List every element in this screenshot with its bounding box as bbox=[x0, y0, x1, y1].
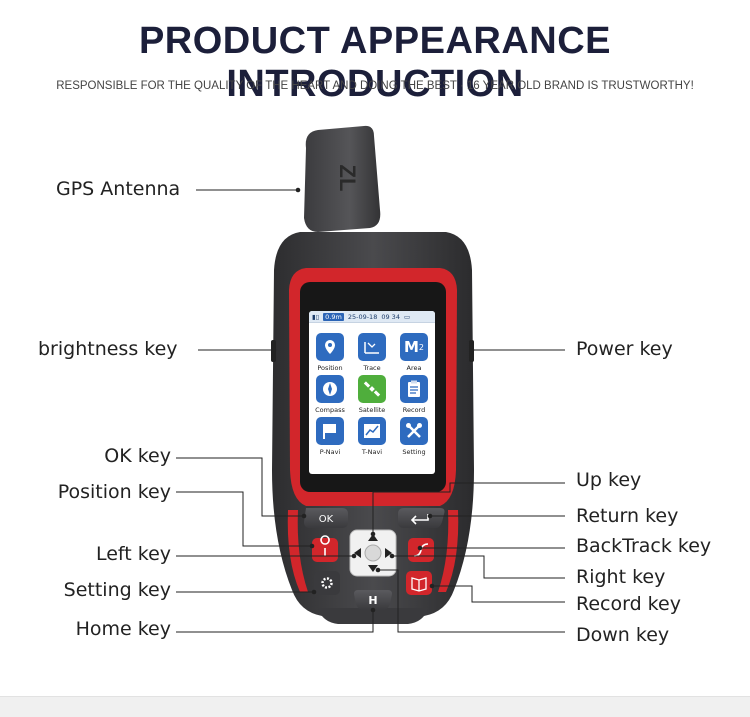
device-screen: ▮▯ 0.9m 25-09-18 09 34 ▭ Position Trace … bbox=[309, 311, 435, 474]
backtrack-key-label: BackTrack key bbox=[576, 535, 712, 557]
date-readout: 25-09-18 bbox=[347, 312, 378, 321]
brand-mark: ZL bbox=[335, 165, 360, 192]
app-label: P-Navi bbox=[319, 448, 341, 456]
gps-antenna-label: GPS Antenna bbox=[56, 178, 181, 200]
setting-key[interactable] bbox=[314, 571, 340, 595]
app-satellite[interactable]: Satellite bbox=[353, 375, 391, 414]
return-key[interactable] bbox=[398, 508, 445, 528]
left-key[interactable] bbox=[354, 548, 361, 558]
callout-dots bbox=[271, 187, 475, 613]
app-label: Compass bbox=[315, 406, 345, 414]
battery-icon: ▭ bbox=[403, 312, 411, 321]
signal-icon: ▮▯ bbox=[312, 312, 320, 321]
position-key-label: Position key bbox=[57, 481, 171, 503]
callout-lines bbox=[176, 189, 565, 633]
pin-icon bbox=[316, 333, 344, 361]
tools-icon bbox=[400, 417, 428, 445]
left-red-grip bbox=[287, 510, 308, 592]
ok-key[interactable]: OK bbox=[304, 508, 348, 528]
pin-key-icon bbox=[320, 535, 330, 556]
app-label: Record bbox=[402, 406, 426, 414]
right-red-grip bbox=[438, 510, 459, 592]
home-key-callout: Home key bbox=[75, 618, 171, 640]
up-key-label: Up key bbox=[576, 469, 642, 491]
trace-icon bbox=[358, 333, 386, 361]
bottom-divider bbox=[0, 696, 750, 717]
book-icon bbox=[411, 577, 427, 592]
app-label: Setting bbox=[402, 448, 426, 456]
position-key[interactable] bbox=[312, 535, 338, 562]
app-p-navi[interactable]: P-Navi bbox=[311, 417, 349, 456]
flag-icon bbox=[316, 417, 344, 445]
down-key-label: Down key bbox=[576, 624, 670, 646]
app-label: Area bbox=[406, 364, 422, 372]
gps-antenna bbox=[304, 125, 381, 232]
route-icon bbox=[358, 417, 386, 445]
app-t-navi[interactable]: T-Navi bbox=[353, 417, 391, 456]
time-readout: 09 34 bbox=[381, 312, 400, 321]
up-key[interactable] bbox=[368, 534, 378, 541]
app-trace[interactable]: Trace bbox=[353, 333, 391, 372]
return-key-label: Return key bbox=[576, 505, 679, 527]
right-key[interactable] bbox=[385, 548, 392, 558]
app-setting[interactable]: Setting bbox=[395, 417, 433, 456]
page-title: PRODUCT APPEARANCE INTRODUCTION bbox=[138, 20, 612, 105]
app-label: Satellite bbox=[358, 406, 386, 414]
down-key[interactable] bbox=[368, 565, 378, 572]
right-key-label: Right key bbox=[576, 566, 666, 588]
record-key[interactable] bbox=[406, 571, 432, 595]
brightness-key-label: brightness key bbox=[38, 338, 178, 360]
app-label: Trace bbox=[363, 364, 381, 372]
home-key-label: H bbox=[368, 594, 377, 607]
status-bar: ▮▯ 0.9m 25-09-18 09 34 ▭ bbox=[309, 311, 435, 323]
app-compass[interactable]: Compass bbox=[311, 375, 349, 414]
setting-key-label: Setting key bbox=[63, 579, 171, 601]
app-position[interactable]: Position bbox=[311, 333, 349, 372]
gear-key-icon bbox=[321, 577, 333, 589]
power-key-label: Power key bbox=[576, 338, 673, 360]
ok-key-label: OK bbox=[319, 514, 334, 525]
accuracy-readout: 0.9m bbox=[323, 312, 344, 321]
app-record[interactable]: Record bbox=[395, 375, 433, 414]
app-label: T-Navi bbox=[361, 448, 383, 456]
satellite-icon bbox=[358, 375, 386, 403]
record-key-label: Record key bbox=[576, 593, 681, 615]
record-icon bbox=[400, 375, 428, 403]
home-key[interactable]: H bbox=[354, 590, 392, 610]
ok-key-callout: OK key bbox=[104, 445, 171, 467]
directional-pad[interactable] bbox=[349, 529, 397, 577]
app-label: Position bbox=[317, 364, 343, 372]
page-subtitle: RESPONSIBLE FOR THE QUALITY OF THE HEART… bbox=[56, 80, 694, 92]
compass-icon bbox=[316, 375, 344, 403]
left-key-label: Left key bbox=[95, 543, 171, 565]
